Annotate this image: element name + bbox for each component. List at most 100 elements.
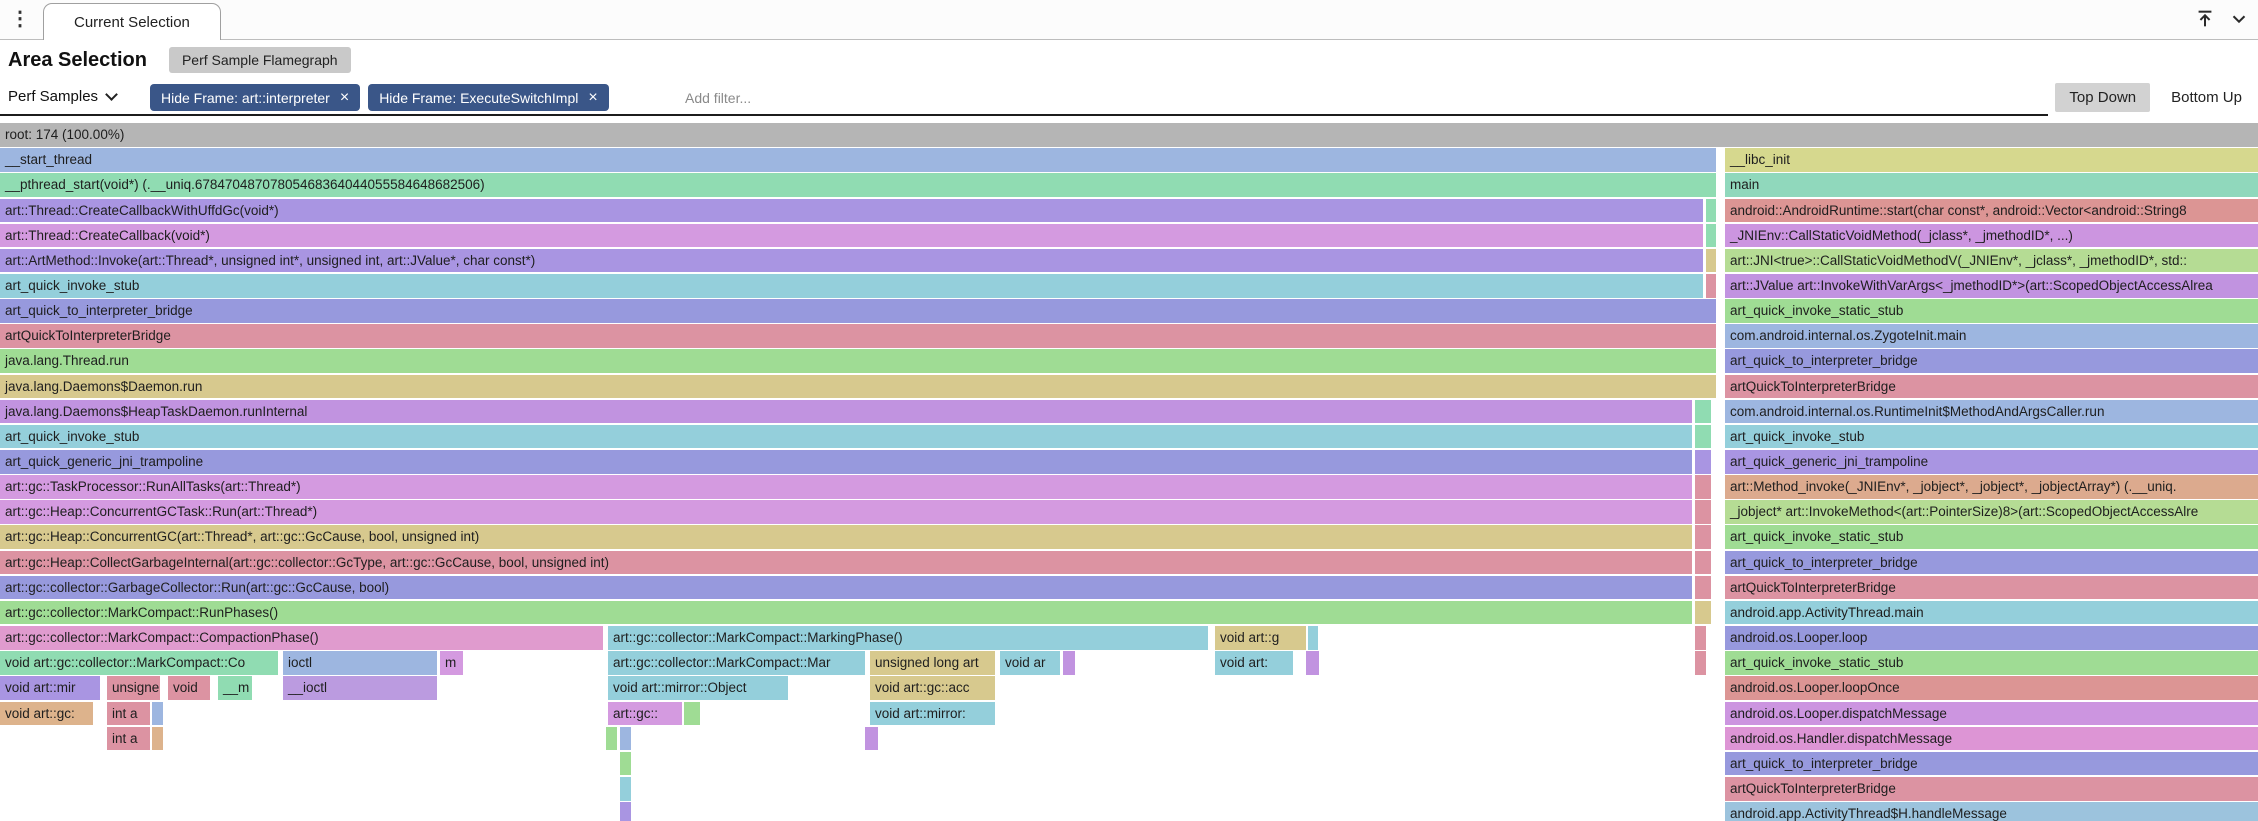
flame-block[interactable]: art_quick_to_interpreter_bridge (1725, 550, 2258, 575)
flame-block[interactable]: unsigne (107, 676, 160, 700)
flame-block[interactable]: art::gc:: (608, 701, 682, 726)
flame-root-row[interactable]: root: 174 (100.00%) (0, 123, 2258, 147)
flame-block[interactable] (865, 726, 878, 751)
flame-block[interactable]: void art::g (1215, 626, 1306, 650)
flame-block[interactable]: art_quick_invoke_static_stub (1725, 299, 2258, 323)
flame-block[interactable]: android.os.Looper.loopOnce (1725, 676, 2258, 700)
flame-block[interactable] (620, 751, 631, 776)
flame-block[interactable]: android::AndroidRuntime::start(char cons… (1725, 198, 2258, 223)
flame-block[interactable] (620, 802, 631, 821)
bottom-up-button[interactable]: Bottom Up (2171, 89, 2242, 106)
flame-block[interactable]: art::Thread::CreateCallbackWithUffdGc(vo… (0, 198, 1703, 223)
tab-perf-sample-flamegraph[interactable]: Perf Sample Flamegraph (168, 47, 351, 73)
flame-block[interactable]: artQuickToInterpreterBridge (0, 324, 1716, 348)
flame-block[interactable] (1706, 273, 1716, 298)
flame-block[interactable]: art_quick_generic_jni_trampoline (1725, 450, 2258, 474)
flame-block[interactable]: __start_thread (0, 148, 1716, 172)
flame-block[interactable]: int a (107, 701, 150, 726)
flame-block[interactable]: void art::mir (0, 676, 100, 700)
flame-block[interactable]: void (168, 676, 210, 700)
flame-block[interactable]: android.app.ActivityThread.main (1725, 600, 2258, 625)
flame-block[interactable]: m (440, 651, 463, 675)
flame-block[interactable]: art::Method_invoke(_JNIEnv*, _jobject*, … (1725, 475, 2258, 499)
flame-block[interactable] (1063, 651, 1075, 675)
perf-samples-dropdown[interactable]: Perf Samples (8, 88, 118, 105)
flame-block[interactable]: art_quick_invoke_static_stub (1725, 651, 2258, 675)
flame-block[interactable] (1695, 651, 1706, 675)
flame-block[interactable] (1695, 600, 1711, 625)
flame-block[interactable]: java.lang.Daemons$HeapTaskDaemon.runInte… (0, 399, 1692, 424)
flame-block[interactable] (1706, 248, 1716, 273)
flame-block[interactable]: void ar (1000, 651, 1060, 675)
flame-block[interactable]: __libc_init (1725, 148, 2258, 172)
close-icon[interactable]: × (339, 88, 350, 106)
flame-block[interactable] (620, 776, 631, 801)
flame-block[interactable]: void art: (1215, 651, 1293, 675)
flame-block[interactable] (1695, 575, 1711, 600)
flame-block[interactable]: java.lang.Thread.run (0, 349, 1716, 373)
flame-block[interactable]: art::gc::TaskProcessor::RunAllTasks(art:… (0, 475, 1692, 499)
flame-block[interactable]: art::gc::Heap::ConcurrentGCTask::Run(art… (0, 500, 1692, 524)
flame-block[interactable]: void art::mirror::Object (608, 676, 788, 700)
flame-block[interactable]: com.android.internal.os.ZygoteInit.main (1725, 324, 2258, 348)
flame-block[interactable] (684, 701, 700, 726)
flame-block[interactable]: art::ArtMethod::Invoke(art::Thread*, uns… (0, 248, 1703, 273)
flame-block[interactable] (1695, 475, 1711, 499)
flame-block[interactable] (1306, 651, 1319, 675)
flame-block[interactable]: __pthread_start(void*) (.__uniq.67847048… (0, 173, 1716, 197)
flame-block[interactable] (152, 701, 163, 726)
flame-block[interactable]: void art::mirror: (870, 701, 995, 726)
close-icon[interactable]: × (588, 88, 598, 106)
flame-block[interactable]: int a (107, 726, 150, 751)
flame-block[interactable] (1695, 550, 1711, 575)
flame-block[interactable]: artQuickToInterpreterBridge (1725, 374, 2258, 399)
flame-block[interactable]: artQuickToInterpreterBridge (1725, 776, 2258, 801)
flame-block[interactable] (1695, 424, 1711, 449)
flame-block[interactable]: android.os.Handler.dispatchMessage (1725, 726, 2258, 751)
flame-block[interactable]: art_quick_to_interpreter_bridge (1725, 751, 2258, 776)
flame-block[interactable]: art::gc::Heap::CollectGarbageInternal(ar… (0, 550, 1692, 575)
flame-block[interactable]: artQuickToInterpreterBridge (1725, 575, 2258, 600)
flame-block[interactable]: java.lang.Daemons$Daemon.run (0, 374, 1716, 399)
flame-block[interactable]: void art::gc::acc (870, 676, 995, 700)
flame-block[interactable] (1706, 198, 1716, 223)
flame-block[interactable]: _jobject* art::InvokeMethod<(art::Pointe… (1725, 500, 2258, 524)
tab-current-selection[interactable]: Current Selection (43, 3, 221, 40)
flame-block[interactable]: art::JValue art::InvokeWithVarArgs<_jmet… (1725, 273, 2258, 298)
flame-block[interactable]: art::gc::collector::GarbageCollector::Ru… (0, 575, 1692, 600)
flame-block[interactable]: _JNIEnv::CallStaticVoidMethod(_jclass*, … (1725, 223, 2258, 248)
flame-block[interactable] (1695, 626, 1706, 650)
filter-chip-hide-executeswitchimpl[interactable]: Hide Frame: ExecuteSwitchImpl × (368, 84, 609, 111)
flame-block[interactable]: void art::gc::collector::MarkCompact::Co (0, 651, 278, 675)
flame-block[interactable] (1706, 223, 1716, 248)
flame-block[interactable]: art_quick_generic_jni_trampoline (0, 450, 1692, 474)
flame-block[interactable]: art::gc::collector::MarkCompact::Mar (608, 651, 865, 675)
flame-block[interactable] (1695, 500, 1711, 524)
flame-block[interactable]: art::gc::collector::MarkCompact::RunPhas… (0, 600, 1692, 625)
flame-block[interactable]: art_quick_invoke_stub (0, 273, 1703, 298)
flame-block[interactable]: art::gc::Heap::ConcurrentGC(art::Thread*… (0, 525, 1692, 550)
flame-block[interactable]: android.app.ActivityThread$H.handleMessa… (1725, 802, 2258, 821)
flame-block[interactable]: com.android.internal.os.RuntimeInit$Meth… (1725, 399, 2258, 424)
flame-block[interactable]: art_quick_invoke_stub (0, 424, 1692, 449)
flame-block[interactable] (606, 726, 617, 751)
flame-block[interactable]: android.os.Looper.dispatchMessage (1725, 701, 2258, 726)
flame-block[interactable]: art::Thread::CreateCallback(void*) (0, 223, 1703, 248)
flame-block[interactable]: __m (218, 676, 252, 700)
flame-block[interactable]: art::JNI<true>::CallStaticVoidMethodV(_J… (1725, 248, 2258, 273)
dock-to-top-icon[interactable] (2194, 8, 2216, 30)
flame-block[interactable] (1695, 399, 1711, 424)
flame-block[interactable]: art_quick_invoke_stub (1725, 424, 2258, 449)
flame-block[interactable]: unsigned long art (870, 651, 995, 675)
flame-block[interactable]: android.os.Looper.loop (1725, 626, 2258, 650)
flame-block[interactable]: art_quick_to_interpreter_bridge (1725, 349, 2258, 373)
flame-block[interactable]: art::gc::collector::MarkCompact::Marking… (608, 626, 1208, 650)
chevron-down-icon[interactable] (2228, 8, 2250, 30)
top-down-button[interactable]: Top Down (2055, 83, 2151, 112)
flame-block[interactable] (1695, 450, 1711, 474)
flame-block[interactable]: art_quick_to_interpreter_bridge (0, 299, 1716, 323)
flame-block[interactable]: art::gc::collector::MarkCompact::Compact… (0, 626, 603, 650)
flame-block[interactable] (1308, 626, 1318, 650)
filter-chip-hide-interpreter[interactable]: Hide Frame: art::interpreter × (150, 84, 361, 111)
kebab-menu-icon[interactable]: ⋮ (10, 8, 30, 30)
